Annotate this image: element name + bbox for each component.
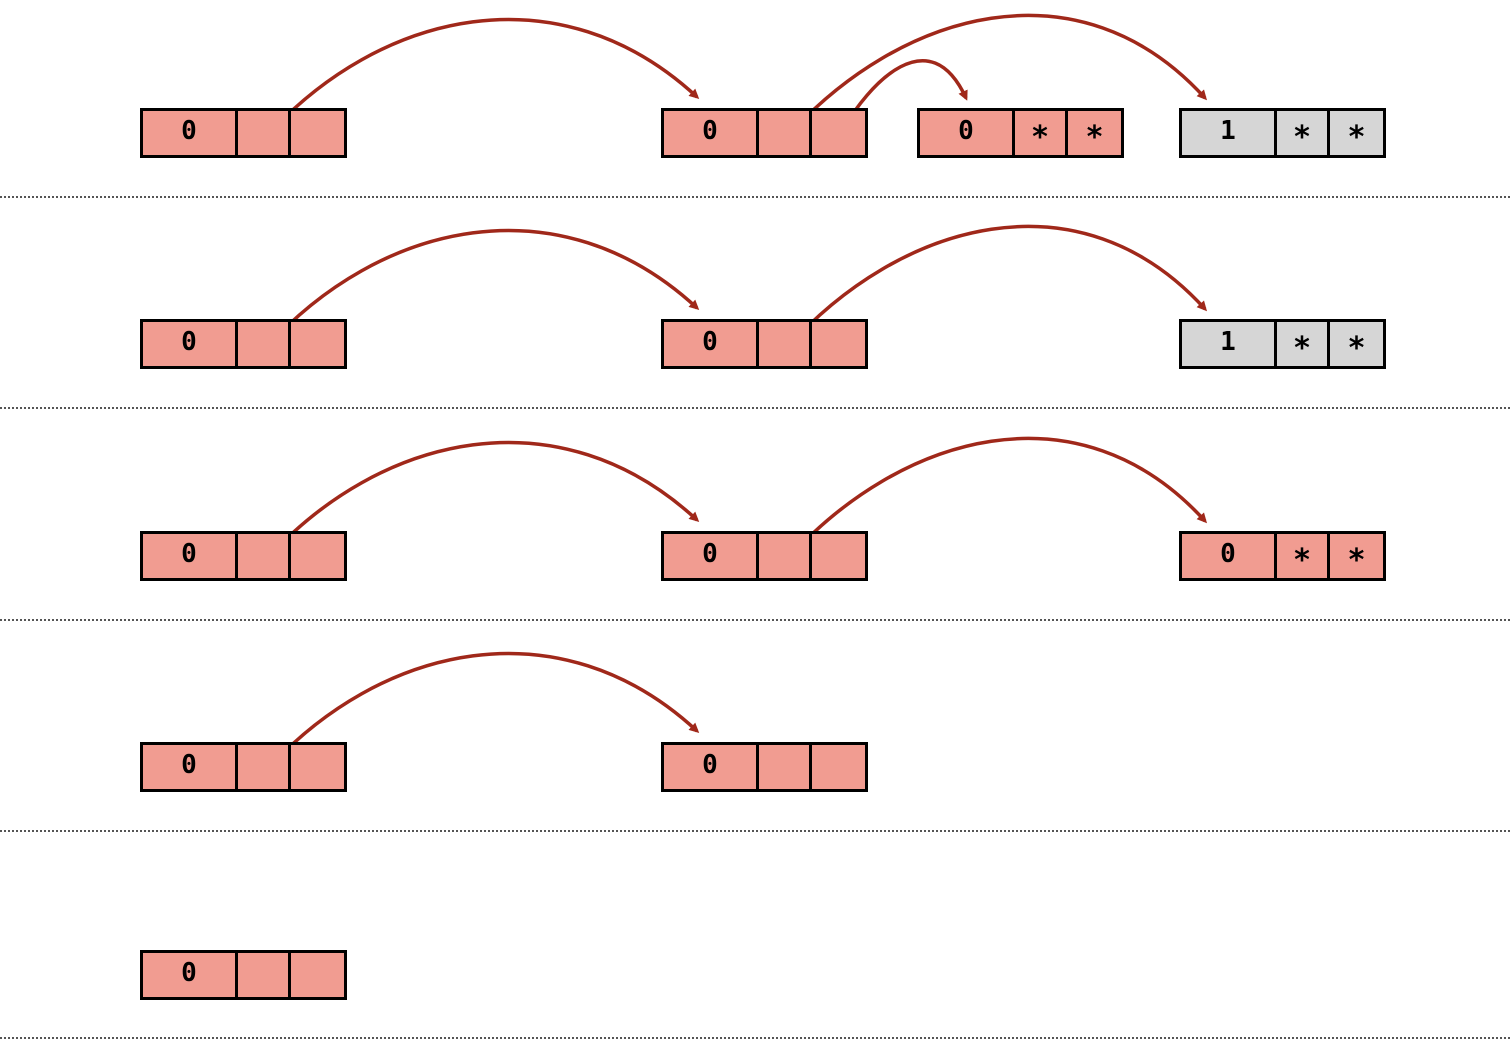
node: 1 * * [1179, 319, 1386, 369]
node-tag: 0 [664, 745, 759, 789]
node-tag: 0 [143, 111, 238, 155]
node-pointer-cell: * [1277, 322, 1330, 366]
node-tag: 1 [1182, 322, 1277, 366]
node: 0 [140, 108, 347, 158]
node: 0 * * [1179, 531, 1386, 581]
node: 0 [140, 319, 347, 369]
node-tag: 1 [1182, 111, 1277, 155]
node: 0 [661, 319, 868, 369]
pointer-arrow [784, 224, 1208, 351]
node: 1 * * [1179, 108, 1386, 158]
node-pointer-cell [238, 322, 291, 366]
row-2: 0 0 1 * * [0, 211, 1510, 422]
node-pointer-cell [291, 534, 344, 578]
node-pointer-cell [238, 534, 291, 578]
row-separator [0, 407, 1510, 409]
node-tag: 0 [143, 322, 238, 366]
node-pointer-cell [291, 322, 344, 366]
node-pointer-cell [291, 745, 344, 789]
row-1-arrows [257, 13, 1208, 146]
node-pointer-cell [759, 534, 812, 578]
node-tag: 0 [920, 111, 1015, 155]
pointer-arrow [263, 228, 700, 351]
row-3-arrows [257, 436, 1208, 569]
node-pointer-cell [238, 111, 291, 155]
node-pointer-cell: * [1277, 534, 1330, 578]
row-separator [0, 830, 1510, 832]
row-4: 0 0 [0, 634, 1510, 845]
row-2-arrows [257, 224, 1208, 357]
node-pointer-cell [291, 111, 344, 155]
node: 0 [140, 950, 347, 1000]
node-tag: 0 [143, 534, 238, 578]
node-tag: 0 [664, 322, 759, 366]
node-pointer-cell [759, 745, 812, 789]
node-pointer-cell [291, 953, 344, 997]
row-1: 0 0 0 * * 1 * * [0, 0, 1510, 211]
node-pointer-cell [759, 111, 812, 155]
node-pointer-cell: * [1347, 119, 1366, 155]
pointer-arrow [263, 651, 700, 774]
pointer-arrow [784, 13, 1208, 140]
node-tag: 0 [143, 745, 238, 789]
node-pointer-cell [759, 322, 812, 366]
row-3: 0 0 0 * * [0, 423, 1510, 634]
node-pointer-cell: * [1085, 119, 1104, 155]
node-pointer-cell: * [1277, 111, 1330, 155]
row-separator [0, 196, 1510, 198]
row-5: 0 [0, 842, 1510, 1053]
node-tag: 0 [143, 953, 238, 997]
node-pointer-cell [238, 953, 291, 997]
node-pointer-cell [812, 322, 865, 366]
row-separator [0, 1037, 1510, 1039]
node-pointer-cell [812, 111, 865, 155]
node-pointer-cell [238, 745, 291, 789]
row-4-arrows [257, 651, 700, 780]
node: 0 [140, 531, 347, 581]
node-pointer-cell: * [1015, 111, 1068, 155]
node: 0 [140, 742, 347, 792]
node-pointer-cell: * [1347, 330, 1366, 366]
row-separator [0, 619, 1510, 621]
pointer-arrow [784, 436, 1208, 563]
node-pointer-cell [812, 745, 865, 789]
node-tag: 0 [664, 534, 759, 578]
node-pointer-cell: * [1347, 542, 1366, 578]
node: 0 [661, 531, 868, 581]
pointer-arrow [263, 17, 700, 140]
pointer-arrow [263, 440, 700, 563]
node-pointer-cell [812, 534, 865, 578]
node-tag: 0 [664, 111, 759, 155]
node: 0 * * [917, 108, 1124, 158]
node-tag: 0 [1182, 534, 1277, 578]
node: 0 [661, 742, 868, 792]
node: 0 [661, 108, 868, 158]
